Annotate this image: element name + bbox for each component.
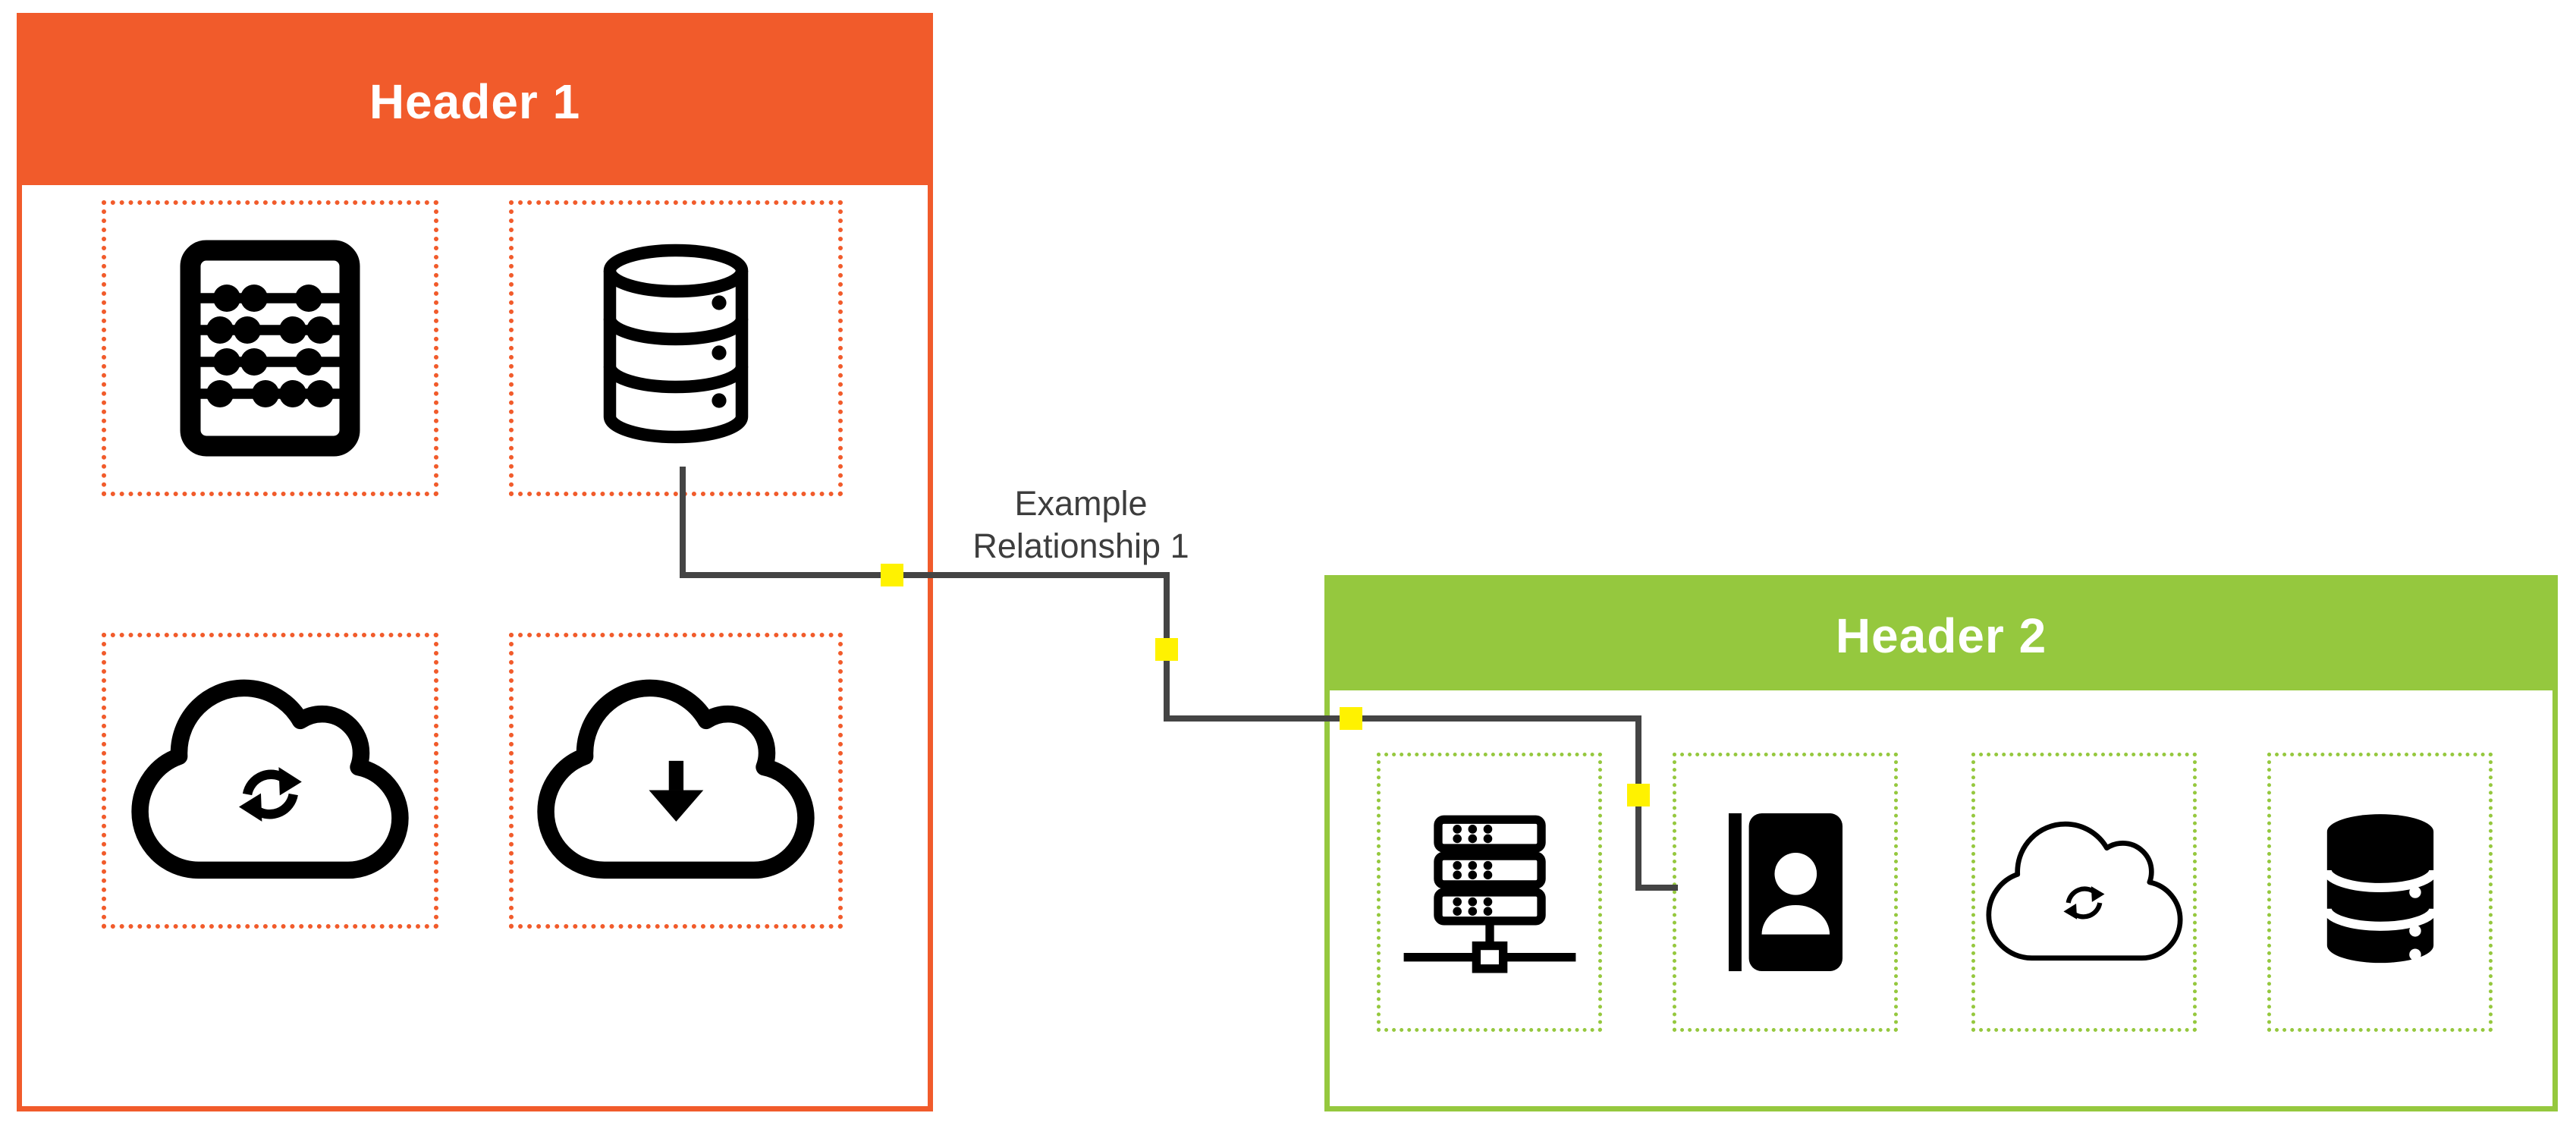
- relationship-label-line1: Example: [1014, 484, 1148, 523]
- sync-arrows-icon: [238, 767, 302, 822]
- connector-waypoint[interactable]: [1155, 638, 1178, 661]
- database-solid-icon: [2322, 814, 2438, 964]
- connector-waypoint[interactable]: [1340, 707, 1362, 730]
- group2-slot-database[interactable]: [2267, 753, 2493, 1032]
- server-network-icon: [1403, 815, 1575, 973]
- group1-slot-cloud-sync[interactable]: [102, 633, 438, 929]
- group2-slot-cloud-sync[interactable]: [1971, 753, 2197, 1032]
- cloud-sync-icon: [131, 679, 409, 879]
- cloud-sync-outline-icon: [1985, 821, 2183, 961]
- connector-waypoint[interactable]: [1627, 784, 1650, 806]
- connector-waypoint[interactable]: [881, 564, 903, 586]
- group1-slot-abacus[interactable]: [102, 200, 438, 496]
- group1-slot-database[interactable]: [509, 200, 843, 496]
- group2-header: Header 2: [1330, 580, 2552, 690]
- download-arrow-icon: [649, 760, 703, 822]
- group1-slot-cloud-download[interactable]: [509, 633, 843, 929]
- group2-slot-address-book[interactable]: [1673, 753, 1898, 1032]
- database-outline-icon: [603, 244, 749, 444]
- sync-arrows-icon: [2063, 885, 2105, 920]
- abacus-icon: [180, 240, 360, 457]
- group1-container[interactable]: Header 1: [17, 13, 933, 1111]
- group1-header: Header 1: [22, 18, 928, 185]
- relationship-label-line2: Relationship 1: [972, 527, 1189, 566]
- address-book-icon: [1728, 813, 1842, 972]
- group2-container[interactable]: Header 2: [1324, 575, 2558, 1111]
- group2-slot-server[interactable]: [1377, 753, 1602, 1032]
- relationship-label: Example Relationship 1: [876, 483, 1286, 568]
